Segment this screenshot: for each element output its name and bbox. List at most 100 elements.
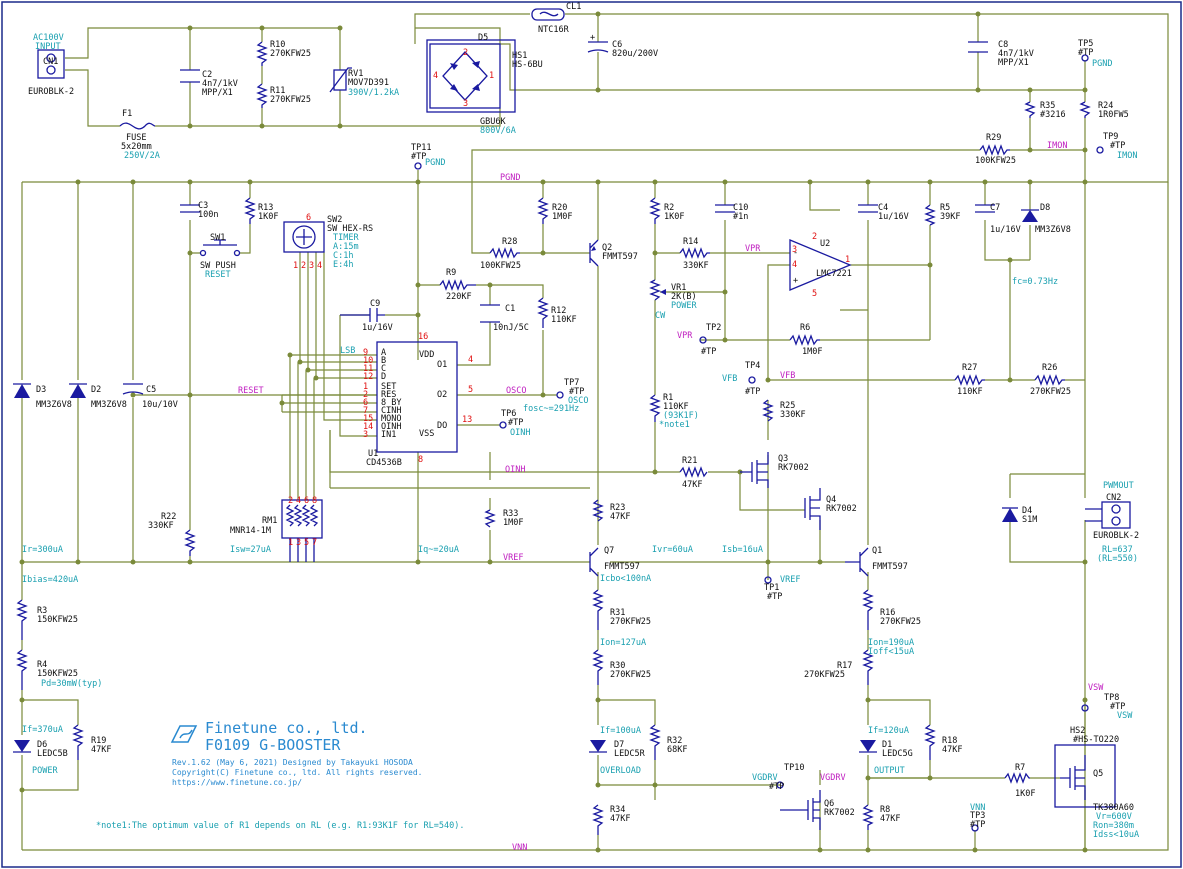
- d5-pin-number: 1: [489, 71, 494, 81]
- company-name: Finetune co., ltd.: [205, 719, 368, 737]
- testpoint-tp10: [776, 781, 784, 789]
- label-u1: U1: [368, 449, 378, 459]
- label-iq: Iq~=20uA: [418, 545, 459, 555]
- label-c8b: MPP/X1: [998, 58, 1029, 68]
- url-line: https://www.finetune.co.jp/: [172, 778, 302, 787]
- label-r19v: 47KF: [91, 745, 111, 755]
- label-c5v: 10u/10V: [142, 400, 178, 410]
- label-r20v: 1M0F: [552, 212, 572, 222]
- label-c8: C8: [998, 40, 1008, 50]
- label-cn2v: EUROBLK-2: [1093, 531, 1139, 541]
- resistor-network-rm1: [281, 499, 323, 562]
- label-r23v: 47KF: [610, 512, 630, 522]
- label-vgdrv: VGDRV: [820, 773, 846, 783]
- label-r31v: 270KFW25: [610, 617, 651, 627]
- label-r9v: 220KF: [446, 292, 472, 302]
- label-ion2: Ion=190uA: [868, 638, 914, 648]
- led-d1: [859, 740, 877, 753]
- label-r35: R35: [1040, 101, 1055, 111]
- label-tp1n: VREF: [780, 575, 800, 585]
- resistor-r34: [592, 804, 604, 835]
- label-r34: R34: [610, 805, 625, 815]
- label-tp3: TP3: [970, 811, 985, 821]
- u1-pin-name: OINH: [381, 422, 401, 432]
- resistor-r25: [762, 399, 774, 422]
- rm1-pin-number: 5: [304, 538, 309, 548]
- label-d5v: GBU6K: [480, 117, 506, 127]
- sw2-pin-number: 3: [309, 261, 314, 271]
- label-c6: C6: [612, 40, 622, 50]
- u1-pin-number: 9: [363, 348, 368, 358]
- label-r10v: 270KFW25: [270, 49, 311, 59]
- copyright-line: Copyright(C) Finetune co., ltd. All righ…: [172, 768, 422, 777]
- label-u1vdd: VDD: [419, 350, 434, 360]
- label-r7: R7: [1015, 763, 1025, 773]
- label-u1vss: VSS: [419, 429, 434, 439]
- u1-pin-number: 10: [363, 356, 373, 366]
- label-tp11n: PGND: [425, 158, 445, 168]
- u2-pin-number: 4: [792, 260, 797, 270]
- capacitor-c1: [480, 304, 500, 323]
- label-d8: D8: [1040, 203, 1050, 213]
- label-tp7v: #TP: [569, 387, 584, 397]
- label-r10: R10: [270, 40, 285, 50]
- label-c9: C9: [370, 299, 380, 309]
- wires: [21, 13, 1169, 851]
- label-tp4n: VFB: [722, 374, 737, 384]
- testpoint-tp3: [971, 824, 979, 832]
- u1-pin-name: D: [381, 372, 386, 382]
- label-q3: Q3: [778, 454, 788, 464]
- u1-pin-name: A: [381, 348, 386, 358]
- label-q6v: RK7002: [824, 808, 855, 818]
- label-isb: Isb=16uA: [722, 545, 763, 555]
- label-ivr: Ivr=60uA: [652, 545, 693, 555]
- u2-pin-number: 1: [845, 255, 850, 265]
- label-c4: C4: [878, 203, 888, 213]
- label-c2a: 4n7/1kV: [202, 79, 238, 89]
- testpoint-tp4: [748, 376, 756, 384]
- label-c3: C3: [198, 201, 208, 211]
- label-r3v: 150KFW25: [37, 615, 78, 625]
- u1-pin-name: MONO: [381, 414, 401, 424]
- resistor-r21: [679, 466, 708, 478]
- heatsink-hs2: [1054, 744, 1116, 808]
- label-r33: R33: [503, 509, 518, 519]
- u1-pin-number: 6: [363, 398, 368, 408]
- label-r8: R8: [880, 805, 890, 815]
- label-q4: Q4: [826, 495, 836, 505]
- label-tp7n: OSCO: [568, 396, 588, 406]
- zener-d8: [1021, 209, 1039, 222]
- testpoint-tp6: [499, 421, 507, 429]
- label-c7v: 1u/16V: [990, 225, 1021, 235]
- label-osco: OSCO: [506, 386, 526, 396]
- label-r2v: 1K0F: [664, 212, 684, 222]
- resistor-r35: [1024, 101, 1036, 118]
- label-q1v: FMMT597: [872, 562, 908, 572]
- label-r6: R6: [800, 323, 810, 333]
- label-u1p8: 8: [418, 455, 423, 465]
- u1-pin-name: SET: [381, 382, 396, 392]
- label-q1: Q1: [872, 546, 882, 556]
- resistor-r32: [649, 724, 661, 760]
- label-r32: R32: [667, 736, 682, 746]
- resistor-r7: [1004, 772, 1030, 784]
- label-r19: R19: [91, 736, 106, 746]
- label-r25v: 330KF: [780, 410, 806, 420]
- label-rv1c: 390V/1.2kA: [348, 88, 399, 98]
- label-r4v: 150KFW25: [37, 669, 78, 679]
- label-u1p4: 4: [468, 355, 473, 365]
- resistor-r14: [679, 247, 710, 259]
- fuse-f1: [119, 122, 156, 130]
- label-vr1v: 2K(B): [671, 292, 697, 302]
- u1-pin-number: 2: [363, 390, 368, 400]
- label-ion1: Ion=127uA: [600, 638, 646, 648]
- potentiometer-vr1: [649, 279, 666, 301]
- label-tp1v: #TP: [767, 592, 782, 602]
- label-r28v: 100KFW25: [480, 261, 521, 271]
- capacitor-c6: +: [587, 33, 609, 53]
- label-u1p16: 16: [418, 332, 428, 342]
- label-r11v: 270KFW25: [270, 95, 311, 105]
- capacitor-c9: [340, 308, 385, 322]
- label-rm1: RM1: [262, 516, 277, 526]
- label-r28: R28: [502, 237, 517, 247]
